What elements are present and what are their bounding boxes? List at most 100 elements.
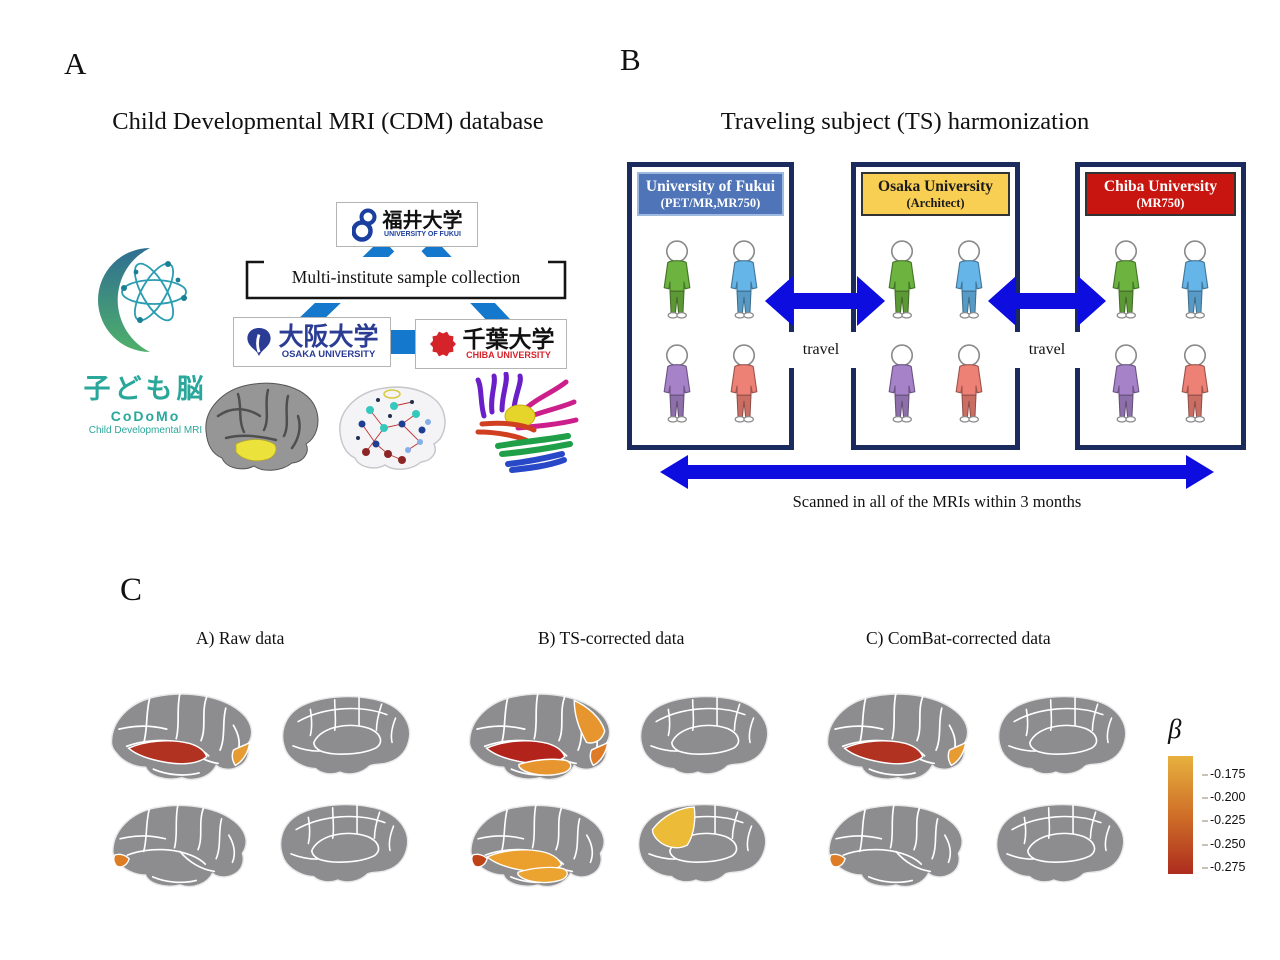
osaka-logo: 大阪大学 OSAKA UNIVERSITY <box>233 317 391 367</box>
colorbar-tick-label: -0.225 <box>1210 813 1246 828</box>
brain-map <box>984 800 1136 900</box>
institute-box-fukui: University of Fukui (PET/MR,MR750) <box>627 162 794 450</box>
brain-map <box>460 798 614 904</box>
group-label-combat: C) ComBat-corrected data <box>866 628 1051 648</box>
institute-name: Osaka University <box>878 177 993 195</box>
codomo-logo-name: CoDoMo <box>110 408 181 424</box>
tractography-brain-image <box>475 372 579 473</box>
travel-arrow-icon <box>988 276 1106 326</box>
sample-collection-bracket: Multi-institute sample collection <box>238 257 574 303</box>
brain-map <box>986 692 1138 792</box>
brain-medial-view <box>998 695 1127 775</box>
brain-map <box>628 692 780 792</box>
fukui-logo: 福井大学 UNIVERSITY OF FUKUI <box>336 202 478 247</box>
brain-medial-view <box>996 803 1125 883</box>
institute-name: University of Fukui <box>645 177 776 195</box>
institute-scanner: (MR750) <box>1136 195 1185 210</box>
brain-lateral-view <box>828 803 963 888</box>
cortical-surface-brain-image <box>205 382 319 471</box>
person-icon <box>730 240 758 319</box>
colorbar-tick-label: -0.250 <box>1210 836 1246 851</box>
person-icon <box>730 344 758 423</box>
chiba-logo-icon <box>429 331 456 357</box>
colorbar-tick-mark <box>1202 797 1208 800</box>
person-icon <box>888 240 916 319</box>
codomo-logo: 子ども脳 CoDoMo Child Developmental MRI <box>58 242 233 436</box>
brain-lateral-view <box>470 803 605 888</box>
group-label-ts: B) TS-corrected data <box>538 628 685 648</box>
brain-medial-view <box>282 695 411 775</box>
brain-lateral-view <box>468 692 611 781</box>
codomo-logo-sub: Child Developmental MRI <box>88 425 203 436</box>
group-label-raw: A) Raw data <box>196 628 285 648</box>
panel-a-title: Child Developmental MRI (CDM) database <box>112 108 544 135</box>
colorbar-labels: -0.175-0.200-0.225-0.250-0.275 <box>1202 756 1272 874</box>
person-icon <box>888 344 916 423</box>
brain-map <box>268 800 420 900</box>
institute-header-osaka: Osaka University (Architect) <box>861 172 1010 216</box>
colorbar-tick-label: -0.275 <box>1210 859 1246 874</box>
connectome-brain-image <box>339 386 446 470</box>
scan-caption: Scanned in all of the MRIs within 3 mont… <box>792 492 1082 511</box>
institute-header-chiba: Chiba University (MR750) <box>1085 172 1236 216</box>
codomo-logo-jp: 子ども脳 <box>83 374 208 404</box>
person-icon <box>1181 344 1209 423</box>
brain-map <box>270 692 422 792</box>
brain-medial-view <box>280 803 409 883</box>
colorbar-tick-mark <box>1202 820 1208 823</box>
person-icon <box>663 344 691 423</box>
person-icon <box>1181 240 1209 319</box>
brain-map <box>100 686 262 798</box>
brain-map <box>816 686 978 798</box>
bracket-shape <box>245 260 567 300</box>
osaka-logo-icon <box>247 328 272 356</box>
chiba-logo-jp: 千葉大学 <box>462 326 555 352</box>
travel-arrow-icon <box>765 276 885 326</box>
brain-map <box>626 800 778 900</box>
institute-scanner: (Architect) <box>906 195 965 210</box>
subjects-grid <box>632 216 789 426</box>
subjects-grid <box>856 216 1015 426</box>
sample-collection-label: Multi-institute sample collection <box>291 267 521 287</box>
institute-name: Chiba University <box>1103 177 1218 195</box>
panel-b-title: Traveling subject (TS) harmonization <box>720 108 1090 135</box>
chiba-logo: 千葉大学 CHIBA UNIVERSITY <box>415 319 567 369</box>
subjects-grid <box>1080 216 1241 426</box>
osaka-logo-jp: 大阪大学 <box>278 322 379 351</box>
institute-header-fukui: University of Fukui (PET/MR,MR750) <box>637 172 784 216</box>
fukui-logo-en: UNIVERSITY OF FUKUI <box>384 231 461 238</box>
brain-map <box>102 798 256 904</box>
travel-label: travel <box>768 332 874 368</box>
brain-map <box>818 798 972 904</box>
codomo-logo-icon <box>97 248 187 352</box>
person-icon <box>955 240 983 319</box>
colorbar-gradient <box>1168 756 1193 874</box>
brain-lateral-view <box>112 803 247 888</box>
person-icon <box>955 344 983 423</box>
chiba-logo-en: CHIBA UNIVERSITY <box>466 350 551 360</box>
osaka-logo-en: OSAKA UNIVERSITY <box>281 348 376 360</box>
colorbar-symbol: β <box>1168 714 1182 744</box>
brain-lateral-view <box>110 692 253 781</box>
institute-scanner: (PET/MR,MR750) <box>660 195 761 210</box>
institute-box-chiba: Chiba University (MR750) <box>1075 162 1246 450</box>
fukui-logo-jp: 福井大学 <box>382 210 463 232</box>
person-icon <box>1112 344 1140 423</box>
travel-label: travel <box>998 332 1096 368</box>
brain-lateral-view <box>826 692 969 781</box>
panel-c-letter: C <box>120 572 143 608</box>
brain-medial-view <box>638 803 767 883</box>
panel-a-letter: A <box>64 46 87 81</box>
panel-b-letter: B <box>620 42 641 77</box>
colorbar-tick-mark <box>1202 843 1208 846</box>
scan-span-arrow-icon <box>660 455 1214 489</box>
colorbar-tick-mark <box>1202 866 1208 869</box>
colorbar: β -0.175-0.200-0.225-0.250-0.275 <box>1160 714 1280 894</box>
brain-medial-view <box>640 695 769 775</box>
colorbar-tick-label: -0.175 <box>1210 767 1246 781</box>
brain-map <box>458 686 620 798</box>
person-icon <box>1112 240 1140 319</box>
fukui-logo-icon <box>351 208 376 242</box>
person-icon <box>663 240 691 319</box>
